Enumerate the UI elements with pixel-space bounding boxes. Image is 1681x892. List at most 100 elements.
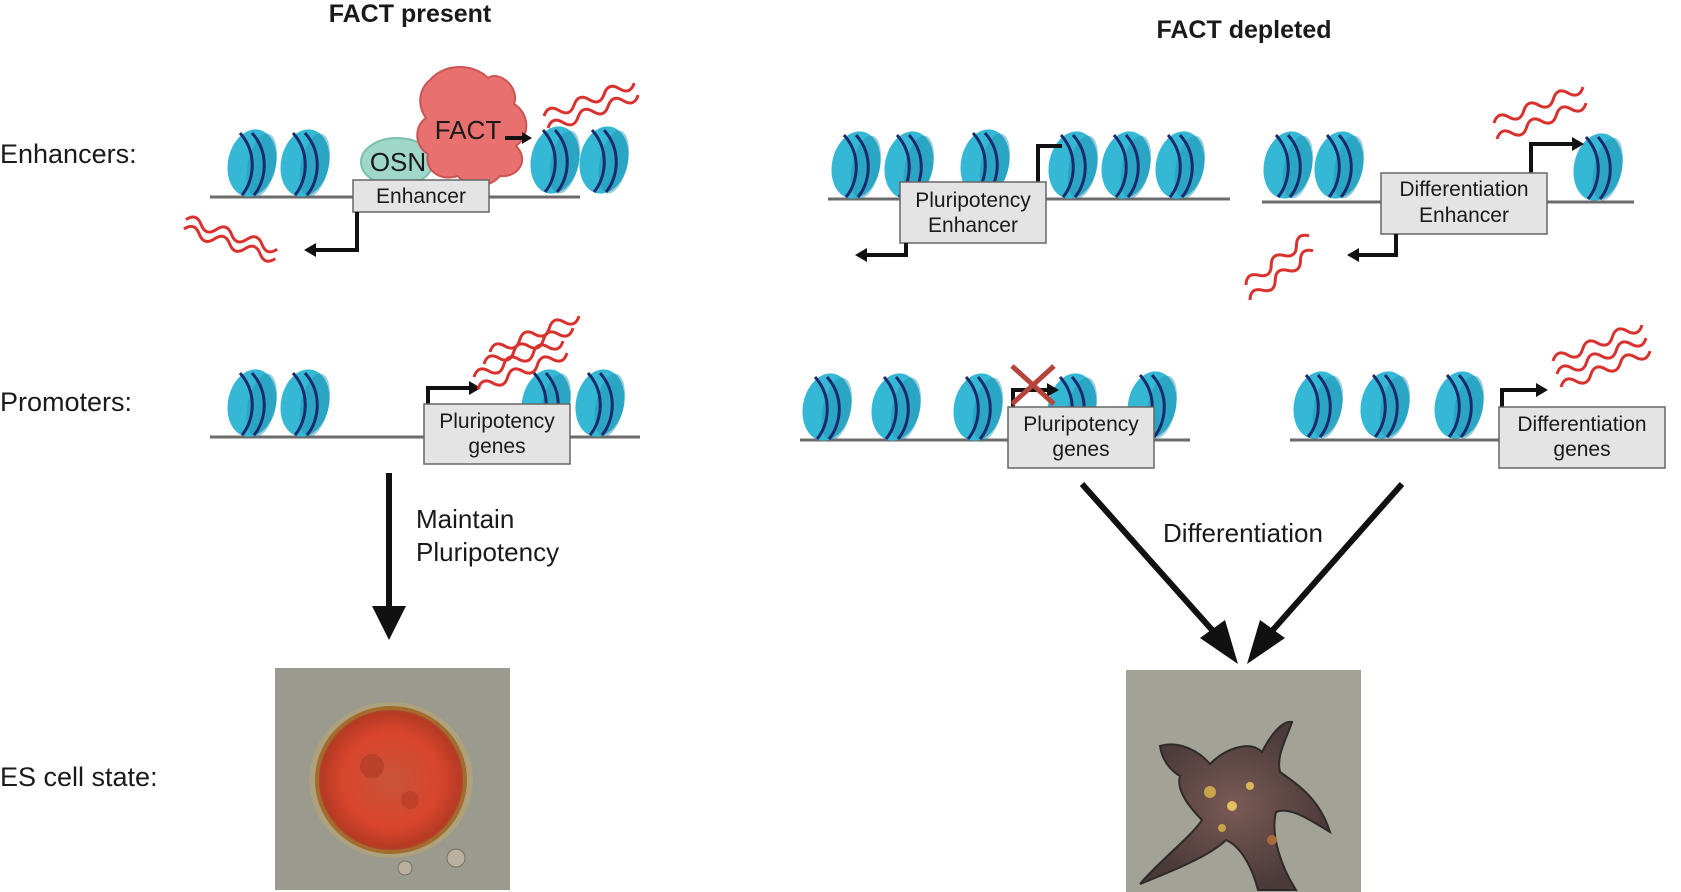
transcript-wave (183, 224, 277, 263)
transcript-wave (1492, 86, 1585, 124)
pluripotency-genes-label-2: genes (1052, 438, 1109, 461)
transcript-wave (1555, 337, 1648, 375)
maintain-pluripotency-flow: Maintain Pluripotency (372, 473, 559, 640)
promoter-arrow (426, 386, 470, 406)
transcript-wave (1559, 350, 1652, 388)
enhancer-label: Enhancer (376, 185, 466, 208)
nucleosome-icon (1314, 131, 1365, 199)
differentiation-enhancer-box (1380, 172, 1548, 235)
transcript-wave (476, 352, 569, 390)
transcript-wave (185, 215, 279, 254)
nucleosome-icon (960, 129, 1011, 197)
right-pluripotency-promoter-panel: Pluripotency genes (800, 364, 1190, 469)
heading-fact-depleted: FACT depleted (1156, 16, 1331, 44)
pluripotency-enhancer-label: Pluripotency (915, 189, 1031, 212)
pluripotency-enhancer-box (899, 181, 1047, 244)
right-differentiation-promoter-panel: Differentiation genes (1290, 324, 1666, 469)
nucleosome-icon (1048, 131, 1099, 199)
promoter-arrowhead (1047, 383, 1059, 397)
promoter-arrowhead (1536, 383, 1548, 397)
transcript-wave (542, 82, 636, 117)
nucleosome-icon (227, 129, 278, 197)
nucleosome-group (227, 126, 630, 197)
es-cell-image-pluripotent (275, 668, 510, 890)
enhancer-left-arrowhead (304, 243, 316, 257)
enhancer-left-arrowhead (1347, 248, 1359, 262)
nucleosome-icon (1360, 371, 1411, 439)
es-cell-image-differentiated (1126, 670, 1361, 892)
maintain-arrowhead (372, 606, 406, 640)
differentiation-arrow-right (1261, 482, 1405, 642)
inhibited-x-icon (1010, 364, 1056, 406)
nucleosome-icon (871, 373, 922, 441)
differentiation-genes-label: Differentiation (1517, 413, 1646, 436)
osn-label: OSN (370, 147, 426, 177)
nucleosome-icon (1293, 371, 1344, 439)
enhancer-up-arrowhead (1572, 137, 1584, 151)
left-promoter-panel: Pluripotency genes (210, 315, 640, 465)
enhancer-left-arrow (866, 243, 908, 257)
row-label-promoters: Promoters: (0, 387, 132, 417)
transcript-wave (1495, 102, 1588, 140)
transcript-wave (1248, 248, 1314, 301)
transcript-wave (1244, 233, 1310, 286)
nucleosome-icon (1434, 371, 1485, 439)
nucleosome-group (831, 129, 1206, 199)
row-label-cell-state: ES cell state: (0, 762, 158, 792)
pluripotency-enhancer-label-2: Enhancer (928, 214, 1018, 237)
transcript-wave (472, 340, 565, 378)
nucleosome-icon (802, 373, 853, 441)
transcript-wave (546, 94, 640, 129)
row-label-enhancers: Enhancers: (0, 139, 137, 169)
pluripotency-genes-label: Pluripotency (1023, 413, 1139, 436)
promoter-arrowhead (469, 381, 481, 395)
transcript-wave (482, 327, 575, 365)
fact-arrowhead (522, 132, 532, 144)
fact-protein (416, 66, 528, 187)
nucleosome-icon (1155, 131, 1206, 199)
pluripotency-genes-box (1007, 406, 1155, 469)
transcript-wave (488, 315, 581, 353)
maintain-label: Maintain (416, 504, 514, 534)
differentiation-arrow-left (1079, 482, 1224, 642)
transcript-wave (1551, 324, 1644, 362)
right-differentiation-enhancer-panel: Differentiation Enhancer (1244, 86, 1634, 301)
differentiation-flow: Differentiation (1079, 482, 1405, 664)
differentiation-genes-box (1498, 406, 1666, 469)
enhancer-up-arrow (1036, 144, 1062, 184)
nucleosome-icon (530, 126, 581, 194)
nucleosome-icon (1101, 131, 1152, 199)
enhancer-left-arrow (315, 212, 359, 252)
nucleosome-icon (579, 126, 630, 194)
stem-cell-colony (315, 706, 467, 854)
nucleosome-group (1263, 131, 1624, 201)
nucleosome-group (1293, 371, 1485, 439)
nucleosome-icon (280, 369, 331, 437)
enhancer-box (352, 179, 490, 213)
differentiation-enhancer-label: Differentiation (1399, 178, 1528, 201)
maintain-label-2: Pluripotency (416, 537, 559, 567)
enhancer-left-arrowhead (855, 248, 867, 262)
right-pluripotency-enhancer-panel: Pluripotency Enhancer (828, 129, 1230, 262)
fact-label: FACT (435, 115, 502, 145)
differentiation-arrowhead-right (1247, 620, 1285, 664)
differentiation-genes-label-2: genes (1553, 438, 1610, 461)
left-enhancer-panel: OSN FACT Enhancer (183, 66, 640, 263)
nucleosome-icon (831, 131, 882, 199)
nucleosome-icon (953, 373, 1004, 441)
differentiation-arrowhead-left (1200, 620, 1238, 664)
pluripotency-genes-label: Pluripotency (439, 410, 555, 433)
promoter-arrow (1500, 388, 1537, 408)
heading-fact-present: FACT present (329, 0, 492, 28)
nucleosome-icon (280, 129, 331, 197)
nucleosome-icon (1573, 133, 1624, 201)
differentiation-label: Differentiation (1163, 518, 1323, 548)
pluripotency-genes-label-2: genes (468, 435, 525, 458)
nucleosome-icon (1263, 131, 1314, 199)
nucleosome-icon (575, 369, 626, 437)
enhancer-left-arrow (1358, 234, 1398, 257)
enhancer-up-arrow (1529, 142, 1573, 175)
pluripotency-genes-box (423, 403, 571, 465)
nucleosome-icon (227, 369, 278, 437)
differentiation-enhancer-label-2: Enhancer (1419, 204, 1509, 227)
